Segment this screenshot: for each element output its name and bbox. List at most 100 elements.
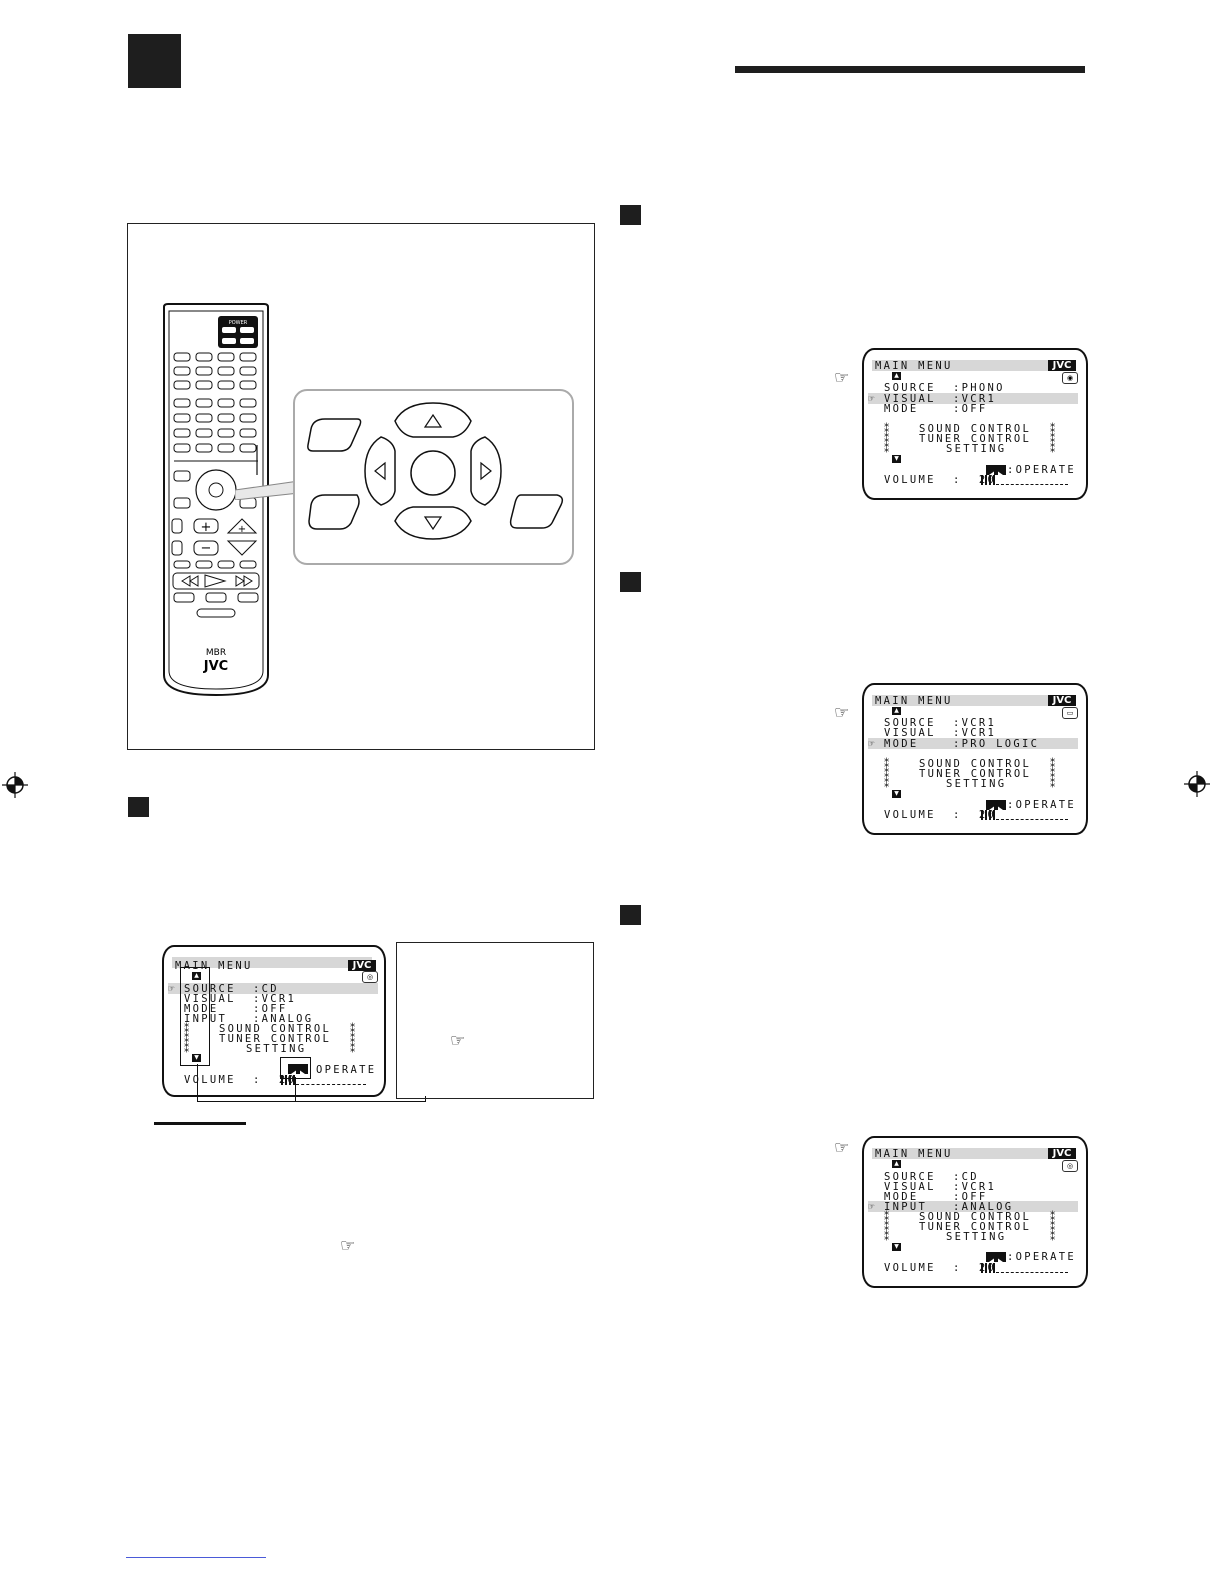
mode-line: MODE :OFF [884, 1191, 988, 1203]
remote-power-label: POWER [229, 320, 248, 326]
mode-line: MODE :PRO LOGIC [884, 738, 1040, 750]
volume-line: VOLUME : 20 [884, 809, 997, 821]
pointing-hand-icon: ☞ [834, 703, 850, 723]
submenu-marker: ⁑ [884, 778, 892, 790]
source-line: SOURCE :VCR1 [884, 717, 997, 729]
vcr-cassette-icon: ▭ [1062, 707, 1078, 719]
submenu-marker: ⁑ [1050, 768, 1058, 780]
sound-control-line: SOUND CONTROL [919, 1211, 1032, 1223]
phono-record-icon: ◉ [1062, 372, 1078, 384]
jvc-logo: JVC [1048, 1148, 1076, 1159]
remote-illustration-frame [127, 223, 595, 750]
callout-line [425, 1096, 426, 1102]
tuner-control-line: TUNER CONTROL [919, 1221, 1032, 1233]
submenu-marker: ⁑ [184, 1023, 192, 1035]
tv-screen-main-menu-phono: MAIN MENU JVC ◉ ▲ SOURCE :PHONO ☞ VISUAL… [862, 348, 1088, 500]
tv-screen-main-menu-vcr1: MAIN MENU JVC ▭ ▲ SOURCE :VCR1 VISUAL :V… [862, 683, 1088, 835]
visual-line: VISUAL :VCR1 [184, 993, 297, 1005]
registration-mark-left [2, 772, 28, 798]
input-line: INPUT :ANALOG [884, 1201, 1014, 1213]
submenu-marker: ⁑ [884, 443, 892, 455]
right-arrow-button [470, 436, 502, 506]
submenu-marker: ⁑ [884, 768, 892, 780]
sound-control-line: SOUND CONTROL [919, 758, 1032, 770]
step-block-left [128, 797, 149, 817]
pointing-hand-icon: ☞ [340, 1236, 356, 1256]
volume-line: VOLUME : 20 [884, 1262, 997, 1274]
operate-label: OPERATE [316, 1064, 377, 1076]
submenu-marker: ⁑ [350, 1043, 358, 1055]
cursor-pad-buttons [307, 402, 564, 540]
page-number-block [128, 34, 181, 88]
tuner-control-line: TUNER CONTROL [919, 768, 1032, 780]
callout-line [295, 1077, 296, 1101]
cursor-hand-icon: ☞ [868, 738, 875, 750]
operate-label: :OPERATE [1007, 799, 1076, 811]
scroll-down-icon: ▼ [892, 1243, 901, 1251]
jvc-logo: JVC [1048, 695, 1076, 706]
down-arrow-button [394, 506, 472, 540]
right-bottom-button [509, 494, 564, 529]
svg-text:−: − [201, 541, 212, 556]
left-right-arrows-icon [986, 800, 1006, 814]
cursor-hand-icon: ☞ [868, 1201, 875, 1213]
volume-scale [996, 819, 1068, 820]
step-block-3 [620, 905, 641, 925]
up-arrow-button [394, 402, 472, 438]
step-block-1 [620, 205, 641, 225]
scroll-up-icon: ▲ [892, 372, 901, 380]
scroll-down-icon: ▼ [892, 790, 901, 798]
jvc-logo: JVC [348, 960, 376, 971]
operate-label: :OPERATE [1007, 1251, 1076, 1263]
tuner-control-line: TUNER CONTROL [919, 433, 1032, 445]
volume-scale [296, 1084, 366, 1085]
setting-line: SETTING [946, 443, 1007, 455]
cd-disc-icon: ◎ [1062, 1160, 1078, 1172]
submenu-marker: ⁑ [184, 1043, 192, 1055]
callout-line [197, 1064, 198, 1102]
visual-line: VISUAL :VCR1 [884, 393, 997, 405]
cursor-hand-icon: ☞ [168, 983, 175, 995]
note-heading-rule [154, 1122, 246, 1125]
submenu-marker: ⁑ [884, 1211, 892, 1223]
tv-screen-main-menu-cd-input: MAIN MENU JVC ◎ ▲ SOURCE :CD VISUAL :VCR… [862, 1136, 1088, 1288]
submenu-marker: ⁑ [1050, 1221, 1058, 1233]
submenu-marker: ⁑ [884, 758, 892, 770]
source-line: SOURCE :CD [884, 1171, 979, 1183]
registration-mark-right [1184, 771, 1210, 797]
submenu-marker: ⁑ [350, 1023, 358, 1035]
submenu-marker: ⁑ [1050, 1211, 1058, 1223]
remote-brand-logo: JVC [203, 659, 228, 674]
submenu-marker: ⁑ [1050, 1231, 1058, 1243]
scroll-down-icon: ▼ [192, 1054, 201, 1062]
center-enter-button [410, 450, 456, 496]
operate-callout [280, 1057, 311, 1079]
submenu-marker: ⁑ [884, 1221, 892, 1233]
mode-line: MODE :OFF [184, 1003, 288, 1015]
sound-control-line: SOUND CONTROL [919, 423, 1032, 435]
submenu-marker: ⁑ [1050, 443, 1058, 455]
remote-mbr-label: MBR [206, 648, 226, 658]
svg-text:+: + [238, 524, 246, 535]
sound-control-line: SOUND CONTROL [219, 1023, 332, 1035]
operate-label: :OPERATE [1007, 464, 1076, 476]
svg-text:+: + [201, 520, 212, 535]
submenu-marker: ⁑ [884, 433, 892, 445]
footer-rule [126, 1557, 266, 1558]
cursor-hand-icon: ☞ [868, 393, 875, 405]
mode-line: MODE :OFF [884, 403, 988, 415]
volume-scale [996, 1272, 1068, 1273]
pointing-hand-icon: ☞ [450, 1031, 466, 1051]
cd-disc-icon: ◎ [362, 971, 378, 983]
source-line: SOURCE :PHONO [884, 382, 1005, 394]
left-bottom-button [308, 494, 360, 530]
left-arrow-button [364, 436, 396, 506]
volume-line: VOLUME : 20 [884, 474, 997, 486]
explanation-box [396, 942, 594, 1099]
submenu-marker: ⁑ [1050, 758, 1058, 770]
input-line: INPUT :ANALOG [184, 1013, 314, 1025]
item-selection-callout [180, 967, 210, 1066]
tuner-control-line: TUNER CONTROL [219, 1033, 332, 1045]
left-right-arrows-icon [986, 1252, 1006, 1266]
submenu-marker: ⁑ [1050, 778, 1058, 790]
